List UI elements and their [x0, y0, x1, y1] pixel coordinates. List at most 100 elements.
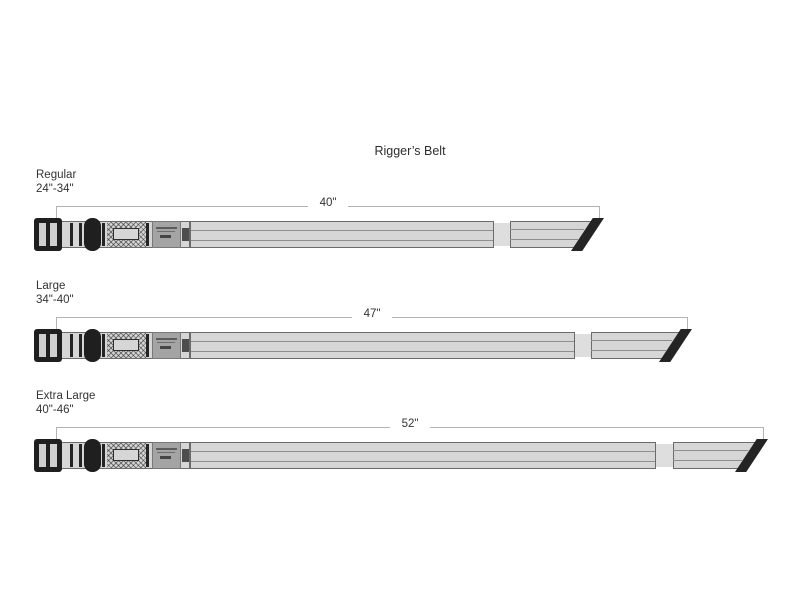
waist-range: 34"-40" — [36, 293, 74, 306]
dimension-tick-left — [56, 206, 57, 220]
belt-length-text: 52" — [389, 418, 431, 430]
brand-label-patch — [152, 221, 181, 248]
belt-keeper — [84, 439, 101, 472]
size-label: Large 34"-40" — [36, 280, 74, 307]
label-text-mark — [157, 231, 175, 232]
tip-edge — [510, 247, 577, 248]
label-tab — [182, 228, 189, 241]
label-text-mark — [156, 448, 177, 450]
belt-row-large: Large 34"-40" 47" — [0, 280, 792, 385]
tip-edge — [510, 221, 511, 248]
label-text-mark — [160, 456, 171, 459]
stitch-bar — [146, 223, 149, 246]
brand-label-patch — [152, 442, 181, 469]
woven-adjustment-section — [107, 443, 146, 468]
stitch-line — [191, 351, 574, 352]
tip-edge — [591, 358, 665, 359]
stitch-bar — [146, 334, 149, 357]
tip-edge — [673, 468, 741, 469]
label-tab — [182, 339, 189, 352]
label-text-mark — [157, 452, 175, 453]
woven-adjustment-section — [107, 333, 146, 358]
size-name: Regular — [36, 169, 77, 181]
waist-range: 24"-34" — [36, 182, 74, 195]
label-text-mark — [157, 342, 175, 343]
stitch-bar — [102, 223, 105, 246]
stitch-line — [510, 239, 578, 240]
stitch-line — [191, 230, 493, 231]
label-text-mark — [160, 235, 171, 238]
dimension-label: 47" — [56, 306, 688, 321]
belt-tip-section — [510, 218, 604, 251]
stitch-line — [191, 240, 493, 241]
belt-overlap-gap — [575, 334, 591, 357]
belt-main-body — [190, 332, 575, 359]
woven-adjustment-section — [107, 222, 146, 247]
belt-row-extra-large: Extra Large 40"-46" 52" — [0, 390, 792, 495]
stitch-line — [591, 340, 672, 341]
stitch-line — [673, 460, 742, 461]
belt-graphic — [34, 439, 768, 472]
buckle-center-bar — [46, 329, 50, 362]
tip-edge — [510, 221, 599, 222]
tip-edge — [591, 332, 592, 359]
adjustment-window — [113, 339, 139, 351]
label-tab — [182, 449, 189, 462]
adjustment-window — [113, 228, 139, 240]
stitch-bar — [79, 223, 82, 246]
size-label: Extra Large 40"-46" — [36, 390, 95, 417]
label-text-mark — [160, 346, 171, 349]
stitch-bar — [70, 444, 73, 467]
belt-length-text: 40" — [307, 197, 349, 209]
dimension-label: 40" — [56, 195, 600, 210]
dimension-tick-right — [599, 206, 600, 222]
label-text-mark — [156, 338, 177, 340]
stitch-bar — [70, 334, 73, 357]
stitch-line — [191, 461, 655, 462]
waist-range: 40"-46" — [36, 403, 74, 416]
dimension-tick-right — [687, 317, 688, 333]
page-title: Rigger’s Belt — [374, 144, 446, 158]
belt-length-text: 47" — [351, 308, 393, 320]
label-text-mark — [156, 227, 177, 229]
belt-overlap-gap — [656, 444, 673, 467]
stitch-line — [191, 451, 655, 452]
belt-tip-section — [591, 329, 692, 362]
tip-edge — [673, 442, 674, 469]
belt-row-regular: Regular 24"-34" 40" — [0, 169, 792, 274]
stitch-bar — [102, 444, 105, 467]
belt-keeper — [84, 218, 101, 251]
buckle-center-bar — [46, 218, 50, 251]
stitch-line — [591, 350, 666, 351]
buckle-center-bar — [46, 439, 50, 472]
adjustment-window — [113, 449, 139, 461]
belt-graphic — [34, 218, 604, 251]
belt-main-body — [190, 442, 656, 469]
tip-edge — [591, 332, 687, 333]
belt-overlap-gap — [494, 223, 510, 246]
dimension-line: 40" — [56, 197, 600, 222]
dimension-label: 52" — [56, 416, 764, 431]
dimension-tick-right — [763, 427, 764, 443]
belt-graphic — [34, 329, 692, 362]
belt-main-body — [190, 221, 494, 248]
stitch-bar — [146, 444, 149, 467]
size-name: Extra Large — [36, 390, 96, 402]
dimension-tick-left — [56, 317, 57, 331]
stitch-line — [191, 341, 574, 342]
stitch-bar — [79, 334, 82, 357]
tip-edge — [673, 442, 763, 443]
stitch-bar — [70, 223, 73, 246]
stitch-bar — [102, 334, 105, 357]
size-label: Regular 24"-34" — [36, 169, 76, 196]
belt-tip-section — [673, 439, 768, 472]
stitch-bar — [79, 444, 82, 467]
dimension-line: 52" — [56, 418, 764, 443]
stitch-line — [510, 229, 584, 230]
brand-label-patch — [152, 332, 181, 359]
stitch-line — [673, 450, 748, 451]
dimension-line: 47" — [56, 308, 688, 333]
belt-keeper — [84, 329, 101, 362]
dimension-tick-left — [56, 427, 57, 441]
